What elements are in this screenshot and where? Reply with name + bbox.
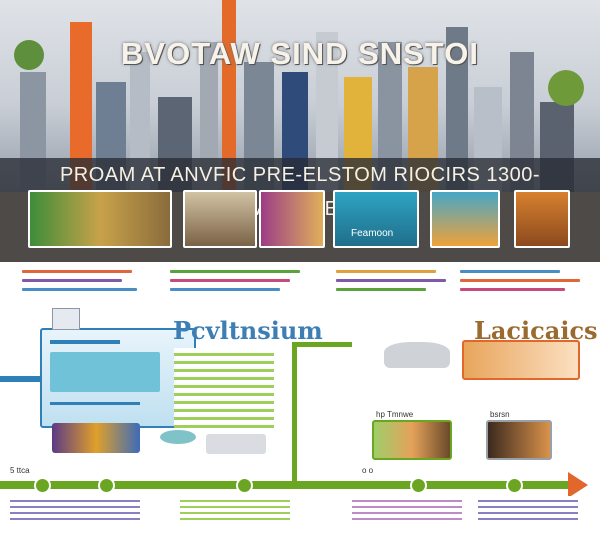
caption-line [460, 270, 560, 273]
info-card-right [462, 340, 580, 380]
caption-strip [0, 264, 600, 302]
timeline-bar [0, 481, 572, 489]
caption-line [170, 279, 290, 282]
section-title-left: Pcvltnsium [173, 316, 323, 345]
building [200, 42, 218, 192]
image-thumb [52, 423, 140, 453]
caption-line [336, 288, 426, 291]
building [130, 52, 150, 192]
panel-label: Feamoon [351, 228, 394, 239]
banner-title: BVOTAW SIND SNSTOI [121, 36, 479, 71]
image-panel: Feamoon [333, 190, 419, 248]
decor-shape [160, 430, 196, 444]
connector-line [292, 342, 297, 484]
card-text-line [50, 340, 120, 344]
caption-line [22, 270, 132, 273]
caption-line [170, 270, 300, 273]
image-thumb [486, 420, 552, 460]
card-text-line [50, 402, 140, 405]
image-thumb [372, 420, 452, 460]
caption-line [22, 279, 122, 282]
caption-line [460, 279, 580, 282]
image-panel [183, 190, 257, 248]
building [446, 27, 468, 192]
connector-line [0, 376, 44, 382]
image-panel [28, 190, 172, 248]
card-caption: hp Tmnwe [376, 410, 414, 419]
timeline-text-block [478, 496, 578, 522]
timeline-label: o o [362, 466, 374, 475]
caption-line [336, 279, 446, 282]
image-panel [514, 190, 570, 248]
info-card-left [40, 328, 196, 428]
timeline-label: 5 ttca [10, 466, 30, 475]
caption-line [170, 288, 280, 291]
tree-icon [14, 40, 44, 70]
image-panel [430, 190, 500, 248]
connector-line [292, 342, 352, 347]
section-text-block [174, 348, 274, 428]
timeline-node [98, 477, 115, 494]
card-graphic [50, 352, 160, 392]
tree-icon [548, 70, 584, 106]
card-caption: bsrsn [490, 410, 510, 419]
building-orange-spire [222, 0, 236, 192]
opera-house-icon [384, 342, 450, 368]
timeline-node [410, 477, 427, 494]
timeline-node [34, 477, 51, 494]
timeline-text-block [10, 496, 140, 522]
header-banner: BVOTAW SIND SNSTOI PROAM AT ANVFIC PRE-E… [0, 0, 600, 262]
timeline-text-block [180, 496, 290, 522]
timeline-node [506, 477, 523, 494]
banner-subtitle: PROAM AT ANVFIC PRE-ELSTOM RIOCIRS 1300-… [0, 158, 600, 220]
book-icon [52, 308, 80, 330]
building [316, 32, 338, 192]
timeline-node [236, 477, 253, 494]
image-panel [259, 190, 325, 248]
caption-line [336, 270, 436, 273]
timeline-arrow-icon [568, 472, 588, 498]
timeline-text-block [352, 496, 462, 522]
building-orange-tower [70, 22, 92, 192]
device-icon [206, 434, 266, 454]
caption-line [460, 288, 565, 291]
caption-line [22, 288, 137, 291]
